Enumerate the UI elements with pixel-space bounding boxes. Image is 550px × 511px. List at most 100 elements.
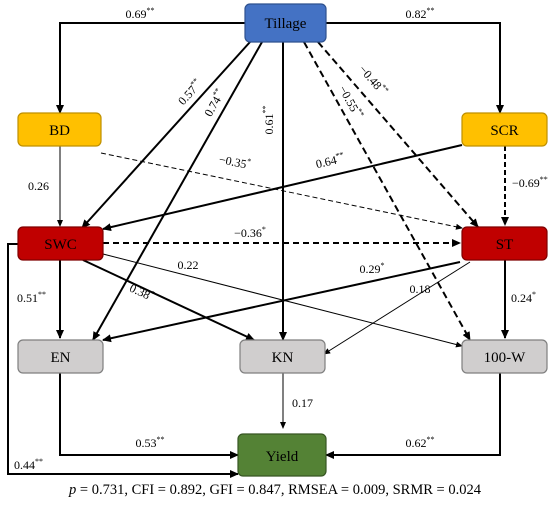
coef-tillage-bd: 0.69** [126, 6, 155, 21]
coef-scr-st-sig: ** [540, 175, 548, 184]
node-100w-label: 100-W [484, 350, 526, 366]
coef-tillage-kn-sig: ** [261, 106, 270, 114]
coef-scr-swc-value: 0.64 [314, 153, 338, 171]
coef-st-100w-sig: * [532, 290, 536, 299]
coef-bd-swc: 0.26 [28, 179, 49, 193]
coef-scr-st: −0.69** [512, 175, 548, 190]
node-kn-box [239, 339, 326, 374]
node-yield-box [237, 433, 327, 477]
node-en: EN [17, 339, 104, 374]
coef-st-kn: 0.18 [410, 282, 431, 296]
coef-tillage-en-sig: ** [211, 86, 223, 97]
fit-indices: = 0.731, CFI = 0.892, GFI = 0.847, RMSEA… [76, 482, 481, 498]
coef-st-en-sig: * [381, 261, 385, 270]
coef-swc-kn-value: 0.38 [127, 281, 152, 303]
coef-swc-100w-value: 0.22 [178, 258, 199, 272]
coef-100w-yield: 0.62** [406, 435, 435, 450]
node-kn-label: KN [272, 350, 294, 366]
coef-tillage-swc-sig: ** [188, 76, 200, 88]
path-tillage-100w [303, 41, 471, 341]
coef-st-100w: 0.24* [511, 290, 536, 305]
coef-tillage-scr-value: 0.82 [406, 7, 427, 21]
node-bd: BD [17, 112, 102, 147]
coef-swc-kn-sig: * [149, 289, 156, 299]
coef-swc-100w: 0.22 [178, 258, 199, 272]
coef-st-kn-value: 0.18 [410, 282, 431, 296]
coef-bd-st-value: −0.35 [218, 152, 248, 171]
path-bd-st [100, 152, 463, 230]
coef-st-en-value: 0.29 [360, 262, 381, 276]
coef-kn-yield-value: 0.17 [292, 396, 313, 410]
node-bd-label: BD [49, 123, 70, 139]
node-en-label: EN [51, 350, 71, 366]
coef-scr-swc-sig: ** [335, 150, 345, 161]
node-tillage: Tillage [244, 3, 327, 43]
coef-bd-st: −0.35* [218, 151, 252, 172]
node-bd-box [17, 112, 102, 147]
fit-p-symbol: p [69, 482, 77, 498]
coef-swc-yield-value: 0.44 [14, 458, 35, 472]
coef-swc-en-value: 0.51 [17, 291, 38, 305]
node-tillage-label: Tillage [265, 16, 307, 32]
coef-tillage-kn: 0.61** [261, 106, 276, 135]
node-yield-label: Yield [266, 449, 299, 465]
node-kn: KN [239, 339, 326, 374]
node-swc-label: SWC [44, 237, 77, 253]
node-tillage-box [244, 3, 327, 43]
coef-swc-st-value: −0.36 [234, 226, 262, 240]
path-tillage-bd [56, 22, 245, 114]
coef-swc-en: 0.51** [17, 290, 46, 305]
coef-st-en: 0.29* [360, 261, 385, 276]
node-scr-label: SCR [490, 123, 518, 139]
coef-en-yield-sig: ** [157, 435, 165, 444]
path-tillage-en [92, 41, 263, 341]
coef-100w-yield-sig: ** [427, 435, 435, 444]
coef-tillage-100w-sig: ** [354, 107, 366, 118]
coef-tillage-scr-sig: ** [427, 6, 435, 15]
path-en-yield [59, 372, 239, 459]
coef-tillage-bd-sig: ** [147, 6, 155, 15]
coef-kn-yield: 0.17 [292, 396, 313, 410]
coef-swc-kn: 0.38* [127, 280, 156, 304]
node-yield: Yield [237, 433, 327, 477]
path-swc-yield [7, 243, 239, 478]
node-st: ST [461, 226, 548, 261]
coef-swc-en-sig: ** [38, 290, 46, 299]
model-fit-statistics: p = 0.731, CFI = 0.892, GFI = 0.847, RMS… [0, 482, 550, 499]
coef-swc-st-sig: * [262, 225, 266, 234]
coef-swc-yield-sig: ** [35, 457, 43, 466]
coef-bd-swc-value: 0.26 [28, 179, 49, 193]
path-tillage-scr [326, 22, 504, 114]
node-scr: SCR [461, 112, 548, 147]
coef-tillage-100w: −0.55** [336, 83, 366, 122]
node-100w-box [461, 339, 548, 374]
path-100w-yield [325, 372, 501, 459]
node-100w: 100-W [461, 339, 548, 374]
path-st-kn [323, 261, 471, 355]
coef-swc-yield: 0.44** [14, 457, 43, 472]
node-scr-box [461, 112, 548, 147]
coef-tillage-st-sig: ** [379, 83, 391, 95]
path-swc-kn [82, 259, 255, 341]
node-st-box [461, 226, 548, 261]
coef-tillage-kn-value: 0.61 [262, 114, 276, 135]
node-swc-box [17, 226, 104, 261]
coef-scr-swc: 0.64** [314, 150, 346, 171]
node-st-label: ST [496, 237, 514, 253]
path-tillage-st [317, 41, 479, 228]
coef-swc-st: −0.36* [234, 225, 266, 240]
node-en-box [17, 339, 104, 374]
coef-100w-yield-value: 0.62 [406, 436, 427, 450]
node-swc: SWC [17, 226, 104, 261]
coef-tillage-bd-value: 0.69 [126, 7, 147, 21]
coef-tillage-scr: 0.82** [406, 6, 435, 21]
path-st-en [102, 261, 461, 343]
path-tillage-swc [81, 41, 251, 229]
coef-en-yield-value: 0.53 [136, 436, 157, 450]
coef-st-100w-value: 0.24 [511, 291, 532, 305]
coef-tillage-swc: 0.57** [174, 76, 205, 108]
coef-en-yield: 0.53** [136, 435, 165, 450]
coef-bd-st-sig: * [246, 156, 252, 166]
path-scr-swc [102, 144, 463, 232]
